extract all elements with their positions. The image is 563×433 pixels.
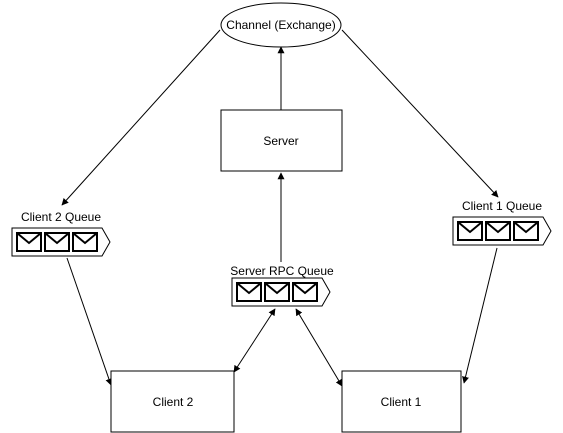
channel-label: Channel (Exchange) [226, 18, 335, 32]
client2-node: Client 2 [110, 370, 235, 433]
envelope-icon [485, 221, 511, 241]
message-queue-icon [11, 227, 111, 257]
edge-client1-queue-to-client1 [462, 247, 498, 384]
edge-client2-rpc-queue [233, 308, 276, 373]
server-rpc-queue-label: Server RPC Queue [230, 264, 334, 278]
envelope-icon [72, 232, 98, 252]
client1-queue: Client 1 Queue [452, 199, 552, 246]
envelope-icon [457, 221, 483, 241]
channel-node: Channel (Exchange) [220, 2, 342, 48]
server-node: Server [220, 109, 343, 172]
client2-label: Client 2 [153, 395, 194, 409]
edge-client1-rpc-queue [295, 308, 343, 387]
server-label: Server [263, 134, 298, 148]
server-rpc-queue: Server RPC Queue [230, 264, 334, 307]
client1-node: Client 1 [341, 370, 462, 433]
envelope-icon [513, 221, 539, 241]
envelope-icon [44, 232, 70, 252]
message-queue-icon [231, 277, 331, 307]
client2-queue: Client 2 Queue [11, 210, 111, 257]
envelope-icon [236, 282, 262, 302]
edge-channel-to-client1-queue [341, 29, 499, 198]
client1-queue-label: Client 1 Queue [462, 199, 542, 213]
message-queue-icon [452, 216, 552, 246]
edge-client2-queue-to-client2 [66, 257, 113, 386]
client2-queue-label: Client 2 Queue [21, 210, 101, 224]
envelope-icon [264, 282, 290, 302]
edge-channel-to-client2-queue [61, 29, 221, 206]
envelope-icon [16, 232, 42, 252]
envelope-icon [292, 282, 318, 302]
client1-label: Client 1 [381, 395, 422, 409]
